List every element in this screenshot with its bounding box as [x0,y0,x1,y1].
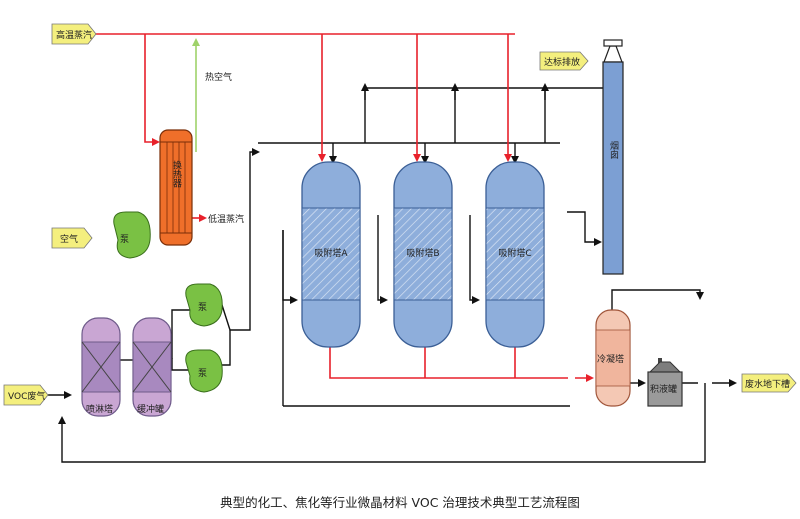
liquid-tank-label: 积液罐 [650,383,677,395]
discharge-label: 达标排放 [544,56,580,68]
output-wastewater: 废水地下槽 [741,373,797,393]
pump-label: 泵 [198,368,207,379]
adsorber-c: 吸附塔C [485,161,545,348]
adsorber-a-label: 吸附塔A [314,247,348,259]
liquid-tank: 积液罐 [647,358,683,407]
condenser: 冷凝塔 [595,309,631,407]
input-high-temp-steam: 高温蒸汽 [51,23,97,45]
voc-gas-label: VOC废气 [8,390,45,402]
high-temp-steam-label: 高温蒸汽 [56,29,92,41]
pump-label: 泵 [120,234,129,245]
pump-label: 泵 [198,302,207,313]
adsorber-c-label: 吸附塔C [498,247,531,259]
low-temp-steam-label: 低温蒸汽 [208,213,244,225]
adsorber-b: 吸附塔B [393,161,453,348]
output-discharge: 达标排放 [539,51,589,71]
figure-caption: 典型的化工、焦化等行业微晶材料 VOC 治理技术典型工艺流程图 [220,495,580,510]
hot-air-label: 热空气 [205,71,232,83]
chimney: 烟囱 [602,39,624,275]
input-voc-gas: VOC废气 [3,384,49,406]
process-lines [48,83,737,463]
pump-upper: 泵 [185,283,223,327]
chimney-label: 烟囱 [608,140,619,160]
wastewater-label: 废水地下槽 [745,378,790,390]
buffer-tank: 缓冲罐 [132,317,172,417]
adsorber-b-label: 吸附塔B [406,247,439,259]
input-air: 空气 [51,227,93,249]
pump-lower: 泵 [185,349,223,393]
spray-tower: 喷淋塔 [81,317,121,417]
spray-tower-label: 喷淋塔 [86,403,113,415]
air-label: 空气 [60,233,78,245]
heat-exchanger-label: 换热器 [171,159,182,187]
condenser-label: 冷凝塔 [597,353,624,365]
adsorber-a: 吸附塔A [301,161,361,348]
steam-lines [92,33,594,382]
heat-exchanger: 换热器 [159,129,193,246]
air-pump: 泵 [113,211,151,259]
buffer-tank-label: 缓冲罐 [137,403,164,415]
